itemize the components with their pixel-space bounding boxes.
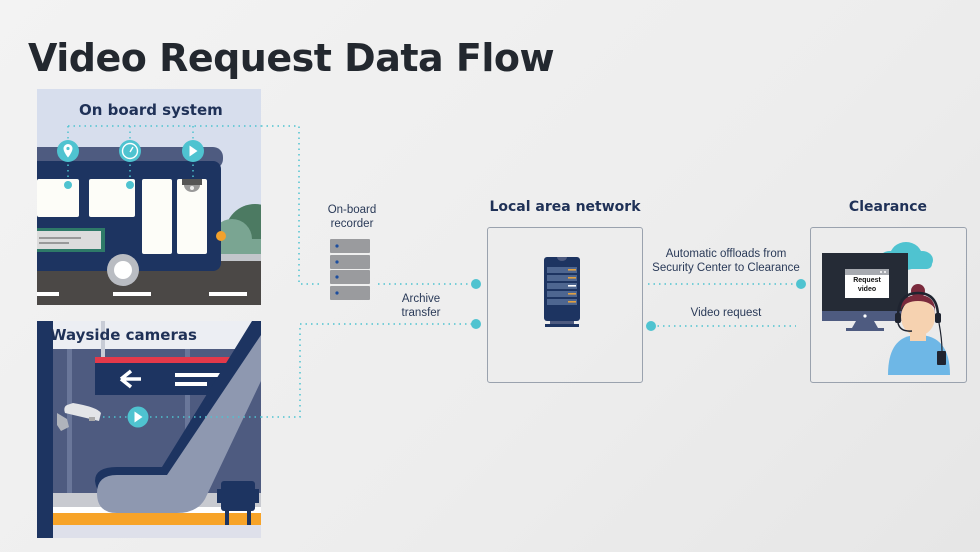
lan-heading: Local area network	[489, 199, 641, 215]
archive-transfer-label: Archive transfer	[401, 293, 441, 319]
connector-dot	[471, 319, 481, 329]
play-icon	[127, 406, 149, 428]
connector-dot	[471, 279, 481, 289]
location-pin-icon	[57, 140, 79, 162]
play-icon	[182, 140, 204, 162]
recorder-icon	[330, 239, 370, 300]
wayside-cameras-label: Wayside cameras	[50, 326, 197, 344]
offload-label: Automatic offloads from Security Center …	[652, 248, 800, 274]
clearance-heading: Clearance	[848, 199, 928, 215]
connector-dot	[796, 279, 806, 289]
onboard-system-label: On board system	[79, 101, 223, 119]
connector-dot	[646, 321, 656, 331]
operator-icon	[888, 284, 950, 375]
security-camera-icon	[57, 403, 101, 431]
video-request-label: Video request	[690, 307, 762, 319]
speedometer-icon	[119, 140, 141, 162]
clearance-illustration	[822, 242, 950, 375]
recorder-label: On-board recorder	[327, 204, 377, 230]
server-icon	[544, 257, 580, 327]
bus-illustration	[37, 89, 261, 305]
onboard-system-panel: On board system	[37, 89, 261, 305]
wayside-cameras-panel: Wayside cameras	[37, 321, 261, 538]
connector-wayside-to-lan	[261, 323, 476, 418]
page-title: Video Request Data Flow	[28, 36, 555, 80]
connector-onboard-to-recorder	[261, 125, 320, 285]
station-illustration	[37, 321, 261, 538]
request-video-window-text: Request video	[853, 277, 881, 293]
